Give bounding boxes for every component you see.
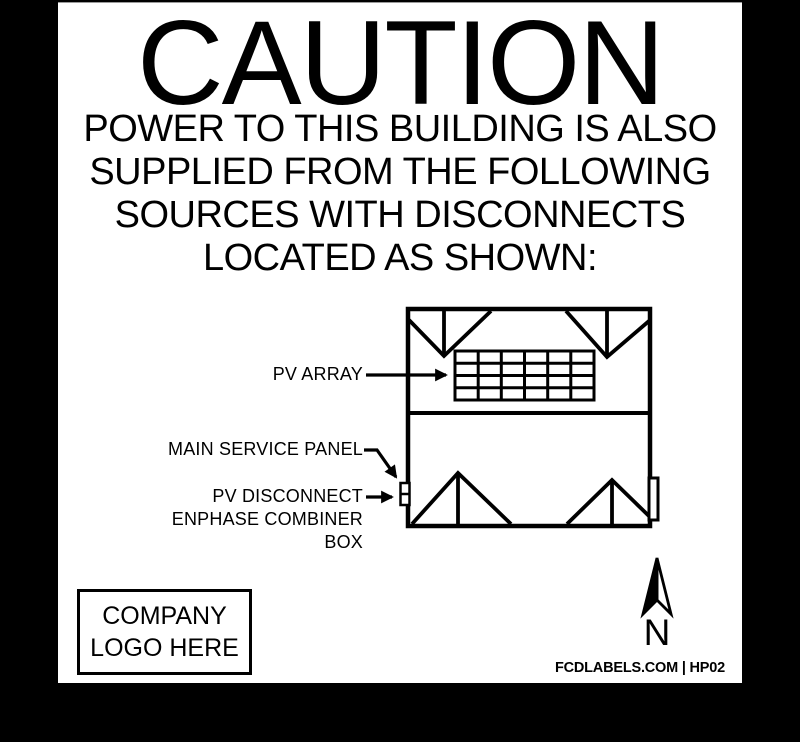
company-logo-text-line-2: LOGO HERE bbox=[90, 634, 239, 662]
sign-message: POWER TO THIS BUILDING IS ALSO SUPPLIED … bbox=[58, 108, 742, 280]
company-logo-text: COMPANY LOGO HERE bbox=[90, 600, 239, 664]
callout-pv-disconnect-line-1: PV DISCONNECT bbox=[212, 486, 363, 506]
building-outline bbox=[405, 306, 653, 529]
north-arrow-icon bbox=[640, 557, 674, 619]
callout-pv-array: PV ARRAY bbox=[272, 364, 363, 384]
callout-pv-disconnect: PV DISCONNECT ENPHASE COMBINER BOX bbox=[113, 485, 363, 554]
roof-hip-marks bbox=[407, 309, 653, 526]
message-line-1: POWER TO THIS BUILDING IS ALSO bbox=[83, 108, 717, 150]
callout-pv-disconnect-line-2: ENPHASE COMBINER bbox=[171, 509, 363, 529]
company-logo-placeholder: COMPANY LOGO HERE bbox=[77, 589, 252, 675]
message-line-2: SUPPLIED FROM THE FOLLOWING bbox=[89, 151, 711, 193]
pv-array-grid bbox=[453, 349, 596, 402]
message-line-4: LOCATED AS SHOWN: bbox=[202, 237, 598, 279]
callout-main-service-panel: MAIN SERVICE PANEL bbox=[168, 439, 363, 459]
company-logo-text-line-1: COMPANY bbox=[102, 602, 227, 630]
callout-leader-arrows bbox=[364, 368, 448, 504]
service-equipment-boxes bbox=[399, 476, 660, 522]
sign-title: CAUTION bbox=[137, 0, 665, 130]
message-line-3: SOURCES WITH DISCONNECTS bbox=[114, 194, 686, 236]
vendor-code: FCDLABELS.COM | HP02 bbox=[554, 660, 725, 676]
label-background bbox=[58, 2, 742, 683]
callout-pv-disconnect-line-3: BOX bbox=[324, 532, 363, 552]
north-letter: N bbox=[643, 612, 671, 653]
